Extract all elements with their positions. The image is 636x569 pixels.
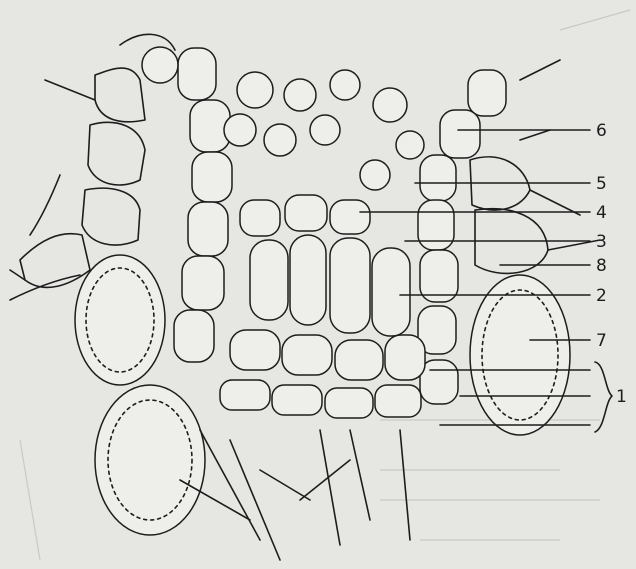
- inner-tissue: [220, 195, 425, 418]
- label-7: 7: [596, 331, 607, 351]
- label-1: 1: [616, 387, 627, 407]
- label-5: 5: [596, 174, 607, 194]
- label-3: 3: [596, 232, 607, 252]
- label-6: 6: [596, 121, 607, 141]
- labels: 6 5 4 3 8 2 7 1: [596, 121, 627, 407]
- epidermal-cells-left: [174, 48, 232, 362]
- bottom-hyphae: [180, 430, 410, 560]
- label-4: 4: [596, 203, 607, 223]
- label-2: 2: [596, 286, 607, 306]
- label-8: 8: [596, 256, 607, 276]
